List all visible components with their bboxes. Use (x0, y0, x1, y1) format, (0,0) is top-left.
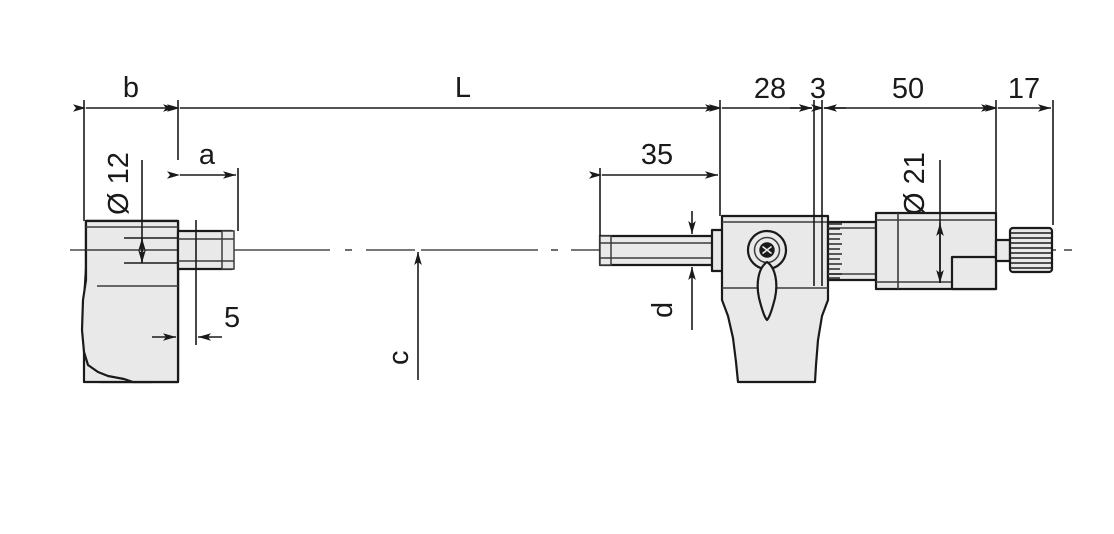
dim-label-dia12: Ø 12 (103, 152, 135, 215)
spindle-lock-screw-slot (762, 245, 772, 255)
dim-label-3: 3 (810, 73, 826, 105)
dim-label-d: d (647, 302, 679, 318)
dim-group-dia12: Ø 12 (103, 152, 178, 264)
dim-label-5: 5 (224, 302, 240, 334)
left-measuring-face-end (221, 230, 235, 270)
spindle (598, 234, 720, 267)
sleeve-knurl-ticks (829, 223, 842, 279)
graduated-sleeve (826, 220, 878, 282)
left-anvil-silhouette (80, 219, 180, 384)
top-dimension-row: b L 28 3 50 17 (73, 72, 1054, 286)
dim-group-dia21: Ø 21 (899, 152, 944, 283)
dim-label-b: b (123, 72, 139, 104)
dim-label-35: 35 (641, 139, 673, 171)
dim-label-dia21: Ø 21 (899, 152, 931, 215)
dim-group-c: c (383, 252, 422, 380)
ratchet-stop-shaft (994, 238, 1012, 263)
dim-group-35: 35 (589, 139, 718, 236)
dim-label-17: 17 (1008, 73, 1040, 105)
dim-group-5: 5 (152, 220, 240, 345)
ratchet-stop-knurl (1010, 232, 1052, 269)
right-micrometer-assembly (598, 211, 1054, 384)
dim-group-a: a (167, 139, 239, 231)
left-anvil-assembly (80, 219, 235, 384)
dim-label-50: 50 (892, 73, 924, 105)
spindle-end-face (599, 235, 612, 266)
dim-label-c: c (383, 351, 415, 366)
knurled-grip-outline (950, 255, 998, 291)
ratchet-stop (1008, 226, 1054, 274)
dim-group-d: d (647, 211, 696, 330)
spindle-lock-lever (756, 260, 778, 322)
dim-label-L: L (455, 72, 471, 104)
dim-label-28: 28 (754, 73, 786, 105)
dim-label-a: a (199, 139, 216, 171)
